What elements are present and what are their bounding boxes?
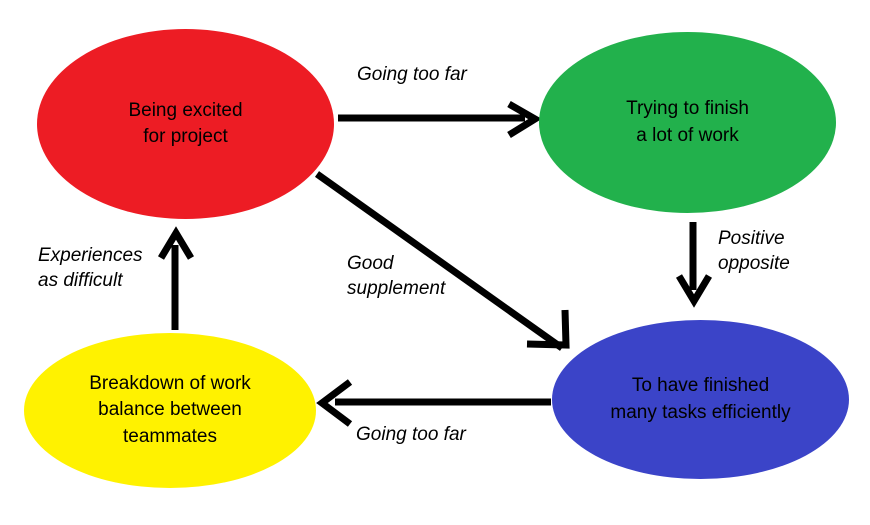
- arrow-finish-to-efficient: [675, 222, 713, 308]
- arrow-efficient-to-breakdown: [316, 379, 551, 427]
- node-being-excited-for-project[interactable]: Being excited for project: [37, 29, 334, 219]
- node-label-to-have-finished-many-tasks-efficiently: To have finished many tasks efficiently: [610, 375, 791, 423]
- edge-label-efficient-to-breakdown: Going too far: [356, 424, 466, 445]
- node-label-being-excited-for-project: Being excited for project: [128, 99, 243, 147]
- edge-label-excited-to-finish: Going too far: [357, 64, 467, 85]
- edge-label-excited-to-efficient: Good supplement: [347, 253, 446, 300]
- node-label-breakdown-of-work-balance-between-teammates: Breakdown of work balance between teamma…: [89, 373, 251, 447]
- node-to-have-finished-many-tasks-efficiently[interactable]: To have finished many tasks efficiently: [552, 320, 849, 479]
- edge-label-finish-to-efficient: Positive opposite: [718, 228, 790, 275]
- edge-label-breakdown-to-excited: Experiences as difficult: [38, 245, 143, 292]
- arrow-breakdown-to-excited: [157, 226, 195, 330]
- arrow-excited-to-finish: [338, 100, 542, 138]
- node-breakdown-of-work-balance-between-teammates[interactable]: Breakdown of work balance between teamma…: [24, 333, 316, 488]
- arrow-excited-to-efficient: [314, 171, 570, 351]
- node-trying-to-finish-a-lot-of-work[interactable]: Trying to finish a lot of work: [539, 32, 836, 213]
- node-label-trying-to-finish-a-lot-of-work: Trying to finish a lot of work: [626, 98, 749, 146]
